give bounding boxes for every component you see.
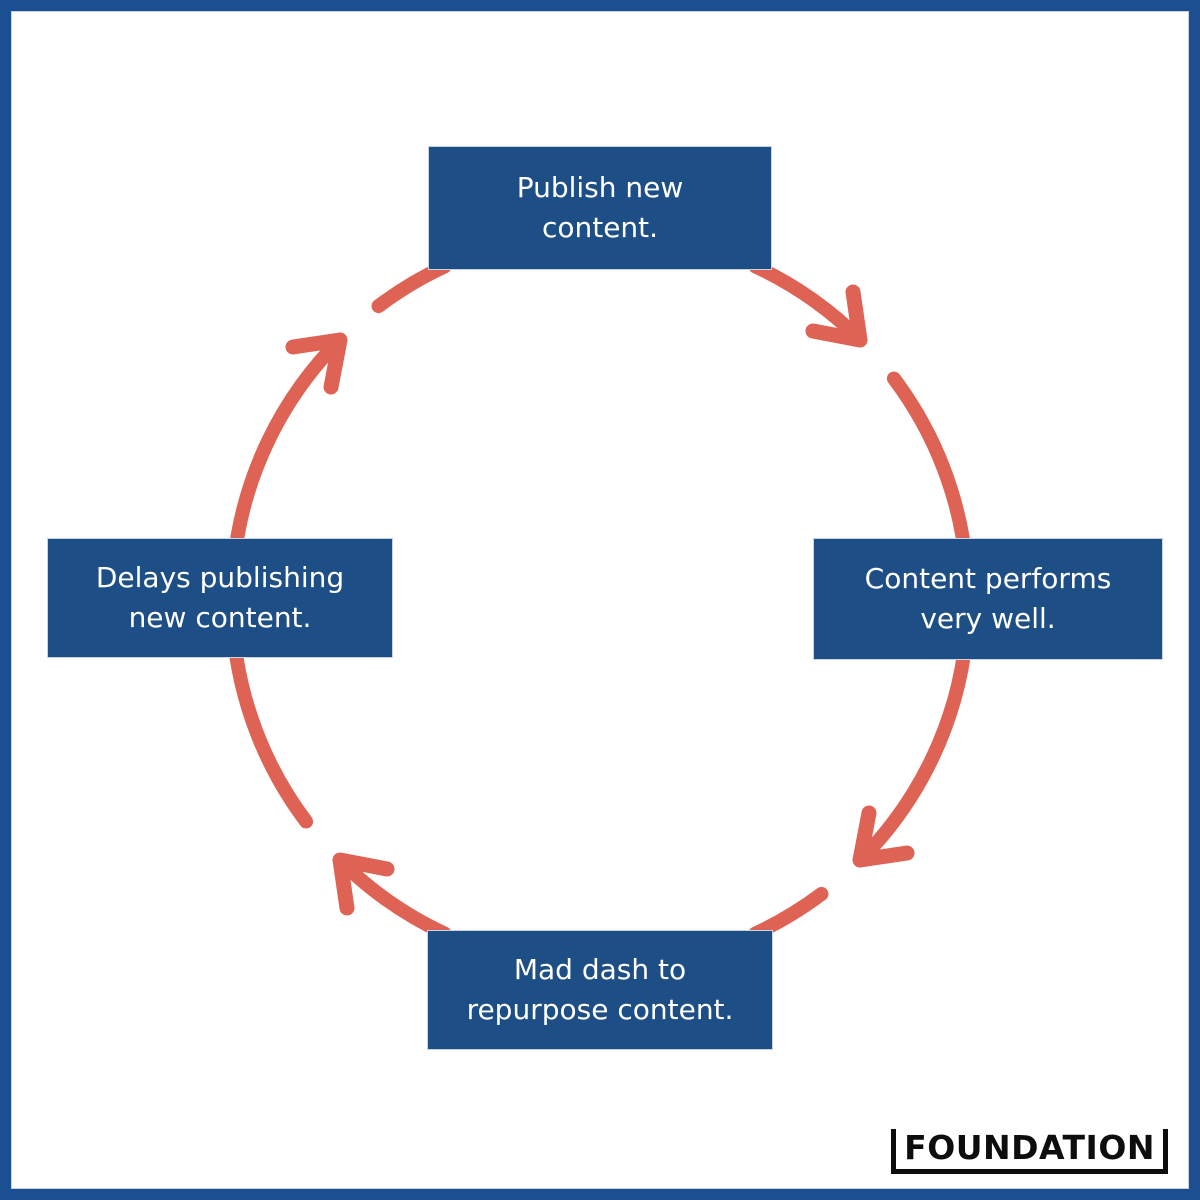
arrowhead-se-icon [852,805,915,868]
arc-se-to-bottom [748,886,829,941]
brand-logo-text: FOUNDATION [904,1128,1155,1168]
node-label-line: content. [541,211,659,244]
node-label-line: Content performs [864,562,1112,595]
node-label-line: new content. [128,601,312,634]
node-delays-publishing: Delays publishing new content. [47,538,393,658]
node-mad-dash-repurpose: Mad dash to repurpose content. [427,930,773,1050]
arc-nw-to-top [371,259,452,314]
node-label-line: very well. [920,602,1056,635]
node-label-line: Delays publishing [95,561,345,594]
arrowhead-sw-icon [332,852,395,916]
node-content-performs-well: Content performs very well. [813,538,1163,660]
node-label-line: repurpose content. [466,993,734,1026]
arc-sw-to-left [226,625,314,829]
brand-logo: FOUNDATION [891,1129,1168,1174]
arc-right-to-se [853,631,973,868]
arrowhead-ne-icon [805,284,868,348]
node-publish-new-content: Publish new content. [428,146,772,270]
arrowhead-nw-icon [285,332,348,395]
arc-left-to-nw [227,332,347,569]
node-label-line: Publish new [516,171,684,204]
node-label-line: Mad dash to [513,953,687,986]
